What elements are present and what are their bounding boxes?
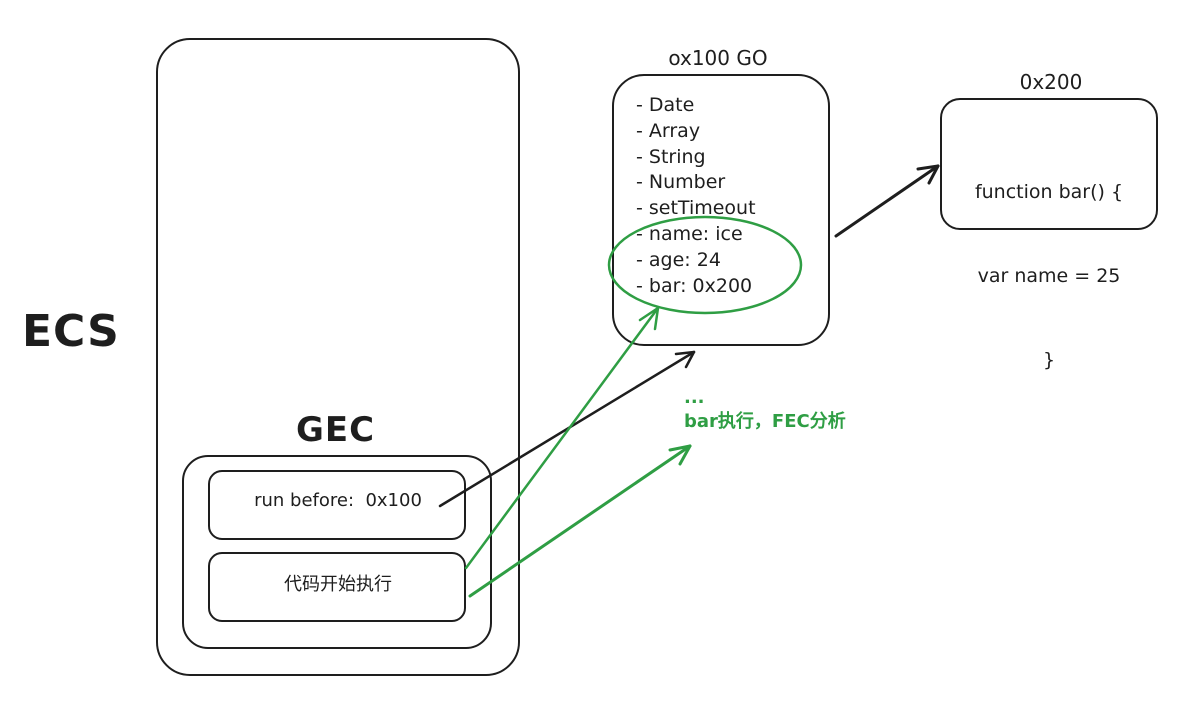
function-code-line: var name = 25 xyxy=(977,265,1121,287)
function-code-line: } xyxy=(1042,349,1056,371)
function-object-code: function bar() { var name = 25 } xyxy=(944,122,1154,402)
run-before-text: run before: 0x100 xyxy=(254,490,422,511)
go-item-array: - Array xyxy=(636,119,701,142)
global-object-title: ox100 GO xyxy=(668,46,768,70)
ecs-label: ECS xyxy=(22,306,120,357)
go-item-age: - age: 24 xyxy=(636,248,721,271)
execution-note: ... bar执行，FEC分析 xyxy=(684,386,846,434)
global-object-list: - Date - Array - String - Number - setTi… xyxy=(636,93,756,299)
execution-note-text: bar执行，FEC分析 xyxy=(684,411,846,432)
go-item-date: - Date xyxy=(636,94,695,116)
go-item-bar: - bar: 0x200 xyxy=(636,274,753,297)
go-item-settimeout: - setTimeout xyxy=(636,197,756,220)
code-start-box xyxy=(208,552,466,622)
function-object-title: 0x200 xyxy=(1019,70,1083,94)
arrow-go-to-function xyxy=(834,164,940,238)
gec-label: GEC xyxy=(296,410,376,450)
code-start-text: 代码开始执行 xyxy=(284,574,392,595)
go-item-string: - String xyxy=(636,145,706,168)
go-item-number: - Number xyxy=(636,171,726,194)
function-object-box xyxy=(940,98,1158,230)
execution-note-ellipsis: ... xyxy=(684,387,705,408)
global-object-box xyxy=(612,74,830,346)
go-item-name: - name: ice xyxy=(636,222,743,245)
function-code-line: function bar() { xyxy=(974,181,1124,203)
